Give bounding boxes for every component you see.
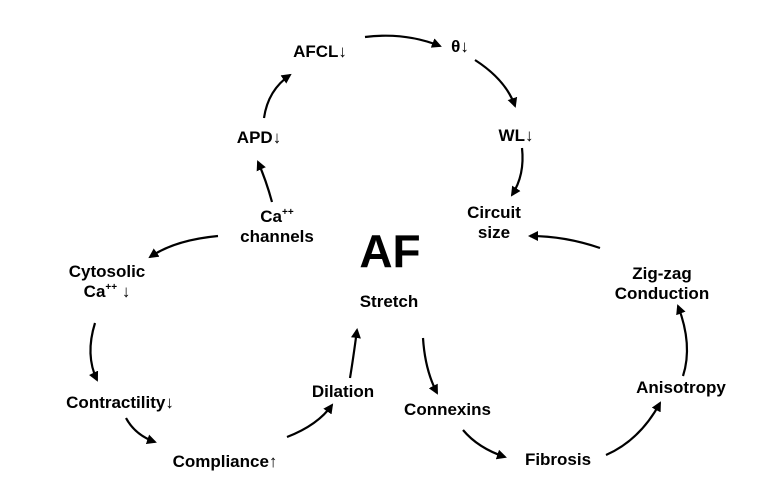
arrow-dilation-to-stretch xyxy=(348,328,361,379)
arrow-afcl-to-theta xyxy=(364,34,442,48)
node-dilation: Dilation xyxy=(311,382,375,401)
arrow-contractility-to-compliance xyxy=(125,417,157,445)
node-fibrosis: Fibrosis xyxy=(524,450,592,469)
arrow-wl-to-circuit xyxy=(510,147,524,197)
cytosolic-line2: Ca++ ↓ xyxy=(83,282,131,301)
node-cytosolic-ca: Cytosolic Ca++ ↓ xyxy=(62,262,152,302)
center-subtitle: Stretch xyxy=(359,292,419,311)
node-connexins: Connexins xyxy=(404,400,491,419)
arrow-theta-to-wl xyxy=(474,59,518,108)
node-ca-channels: Ca++ channels xyxy=(222,207,332,247)
arrow-ca-to-apd xyxy=(256,160,274,203)
arrow-connexins-to-fibrosis xyxy=(462,429,507,460)
node-zigzag-conduction: Zig-zag Conduction xyxy=(614,264,710,303)
node-apd: APD↓ xyxy=(236,128,282,147)
node-afcl: AFCL↓ xyxy=(293,42,347,61)
node-compliance: Compliance↑ xyxy=(172,452,278,471)
arrow-compliance-to-dilation xyxy=(286,403,334,439)
node-anisotropy: Anisotropy xyxy=(636,378,726,397)
arrow-apd-to-afcl xyxy=(262,73,292,119)
node-contractility: Contractility↓ xyxy=(66,393,174,412)
node-circuit-size: Circuit size xyxy=(467,203,521,242)
arrow-cytosolic-to-contractility xyxy=(89,322,99,382)
arrow-zigzag-to-circuit xyxy=(528,231,601,250)
ca-channels-line1: Ca++ xyxy=(260,207,294,226)
arrow-stretch-to-connexins xyxy=(421,337,438,395)
center-title: AF xyxy=(359,225,421,277)
node-wl: WL↓ xyxy=(498,126,534,145)
arrow-ca-to-cytosolic xyxy=(148,234,219,259)
arrow-anisotropy-to-zigzag xyxy=(676,304,689,377)
node-theta: θ↓ xyxy=(451,37,469,56)
arrow-fibrosis-to-anisotropy xyxy=(605,401,661,457)
